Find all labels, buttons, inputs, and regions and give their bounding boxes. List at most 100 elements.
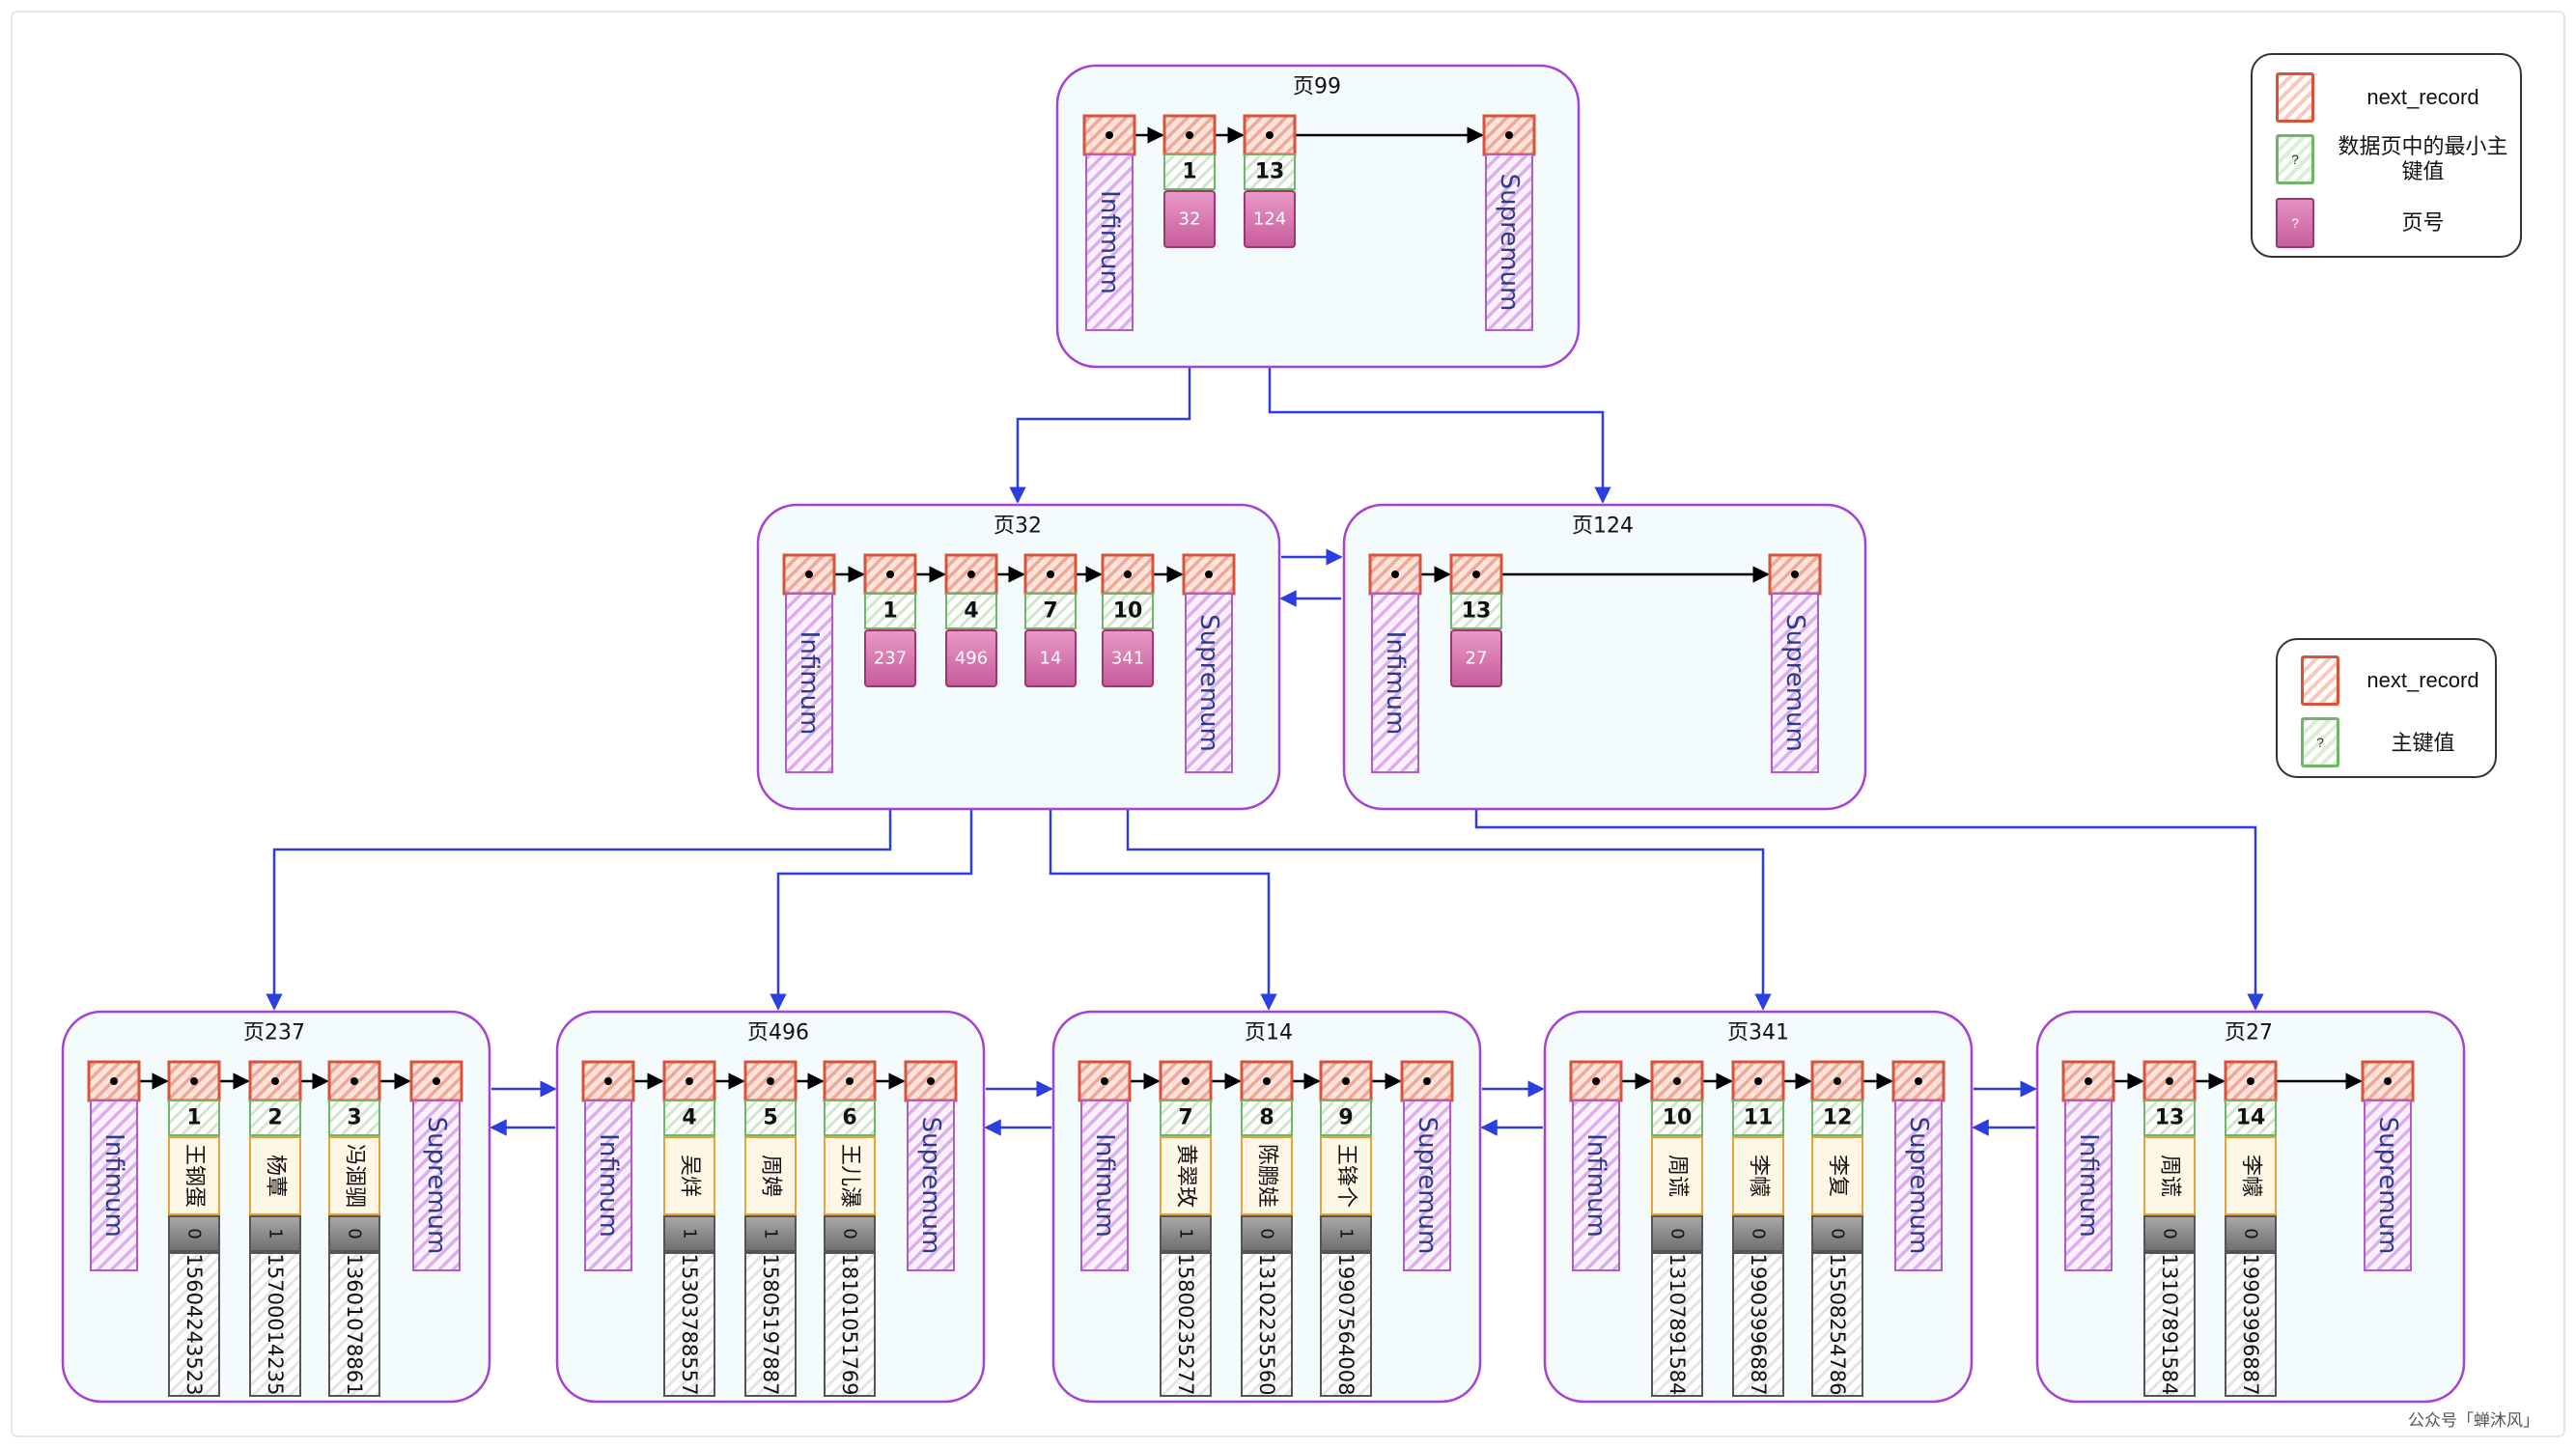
flag-value: 0 [345, 1228, 365, 1239]
next-record-pointer [944, 553, 998, 596]
infimum-label: Infimum [1381, 631, 1410, 736]
primary-key-value: 5 [763, 1106, 777, 1130]
infimum-record: Infimum [90, 1100, 138, 1271]
supremum-label: Supremum [1194, 614, 1223, 752]
next-record-pointer [1650, 1060, 1704, 1102]
primary-key-value: 9 [1338, 1106, 1353, 1130]
name-value: 周谎 [1666, 1155, 1690, 1197]
name-value: 吴烊 [678, 1155, 702, 1197]
child-page-number: 341 [1111, 649, 1144, 669]
next-record-pointer [2361, 1060, 2415, 1102]
name-value: 周娉 [759, 1155, 783, 1197]
next-record-pointer [1319, 1060, 1373, 1102]
min-key-value: 1 [882, 599, 897, 624]
next-record-pointer [1400, 1060, 1454, 1102]
infimum-record: Infimum [1085, 153, 1134, 331]
infimum-label: Infimum [99, 1133, 128, 1238]
next-record-pointer [2224, 1060, 2278, 1102]
flag-value: 0 [1828, 1228, 1848, 1239]
min-key-value: 13 [1255, 160, 1285, 184]
next-record-pointer [1159, 1060, 1213, 1102]
primary-key-value: 14 [2236, 1106, 2266, 1130]
name-value: 陈鹏娃 [1255, 1144, 1279, 1208]
phone-value: 15700014235 [264, 1254, 287, 1396]
infimum-label: Infimum [594, 1133, 623, 1238]
page-title: 页32 [994, 515, 1042, 539]
primary-key-value: 1 [186, 1106, 201, 1130]
flag-value: 0 [840, 1228, 860, 1239]
phone-value: 13102235560 [1255, 1254, 1278, 1396]
next-record-pointer [1368, 553, 1422, 596]
primary-key-value: 6 [842, 1106, 856, 1130]
legend-next-record-label: next_record [2366, 668, 2479, 692]
infimum-record: Infimum [2064, 1100, 2113, 1271]
flag-value: 0 [184, 1228, 205, 1239]
legend-top: next_record ? 数据页中的最小主键值 ? 页号 [2251, 53, 2522, 258]
supremum-label: Supremum [1904, 1117, 1933, 1255]
phone-value: 13107891584 [2158, 1254, 2181, 1396]
phone-value: 15604243523 [182, 1254, 206, 1396]
min-key-value: 13 [1462, 599, 1492, 624]
flag-value: 0 [1749, 1228, 1769, 1239]
supremum-record: Supremum [1185, 593, 1233, 773]
page-title: 页99 [1293, 75, 1341, 99]
phone-value: 15303788557 [678, 1254, 701, 1396]
phone-value: 18101051769 [838, 1254, 861, 1396]
page-title: 页124 [1572, 515, 1634, 539]
min-key-value: 1 [1182, 160, 1196, 184]
next-record-pointer [863, 553, 917, 596]
flag-value: 0 [2241, 1228, 2261, 1239]
phone-value: 13107891584 [1666, 1254, 1689, 1396]
next-record-pointer [2142, 1060, 2197, 1102]
supremum-record: Supremum [1771, 593, 1819, 773]
name-value: 王锋个 [1334, 1144, 1358, 1208]
supremum-record: Supremum [1403, 1100, 1451, 1271]
next-record-pointer [1768, 553, 1822, 596]
supremum-label: Supremum [916, 1117, 945, 1255]
legend-min-key-label: 数据页中的最小主键值 [2338, 134, 2508, 183]
legend-next-record-label: next_record [2366, 85, 2479, 109]
primary-key-value: 11 [1744, 1106, 1774, 1130]
next-record-pointer [1078, 1060, 1132, 1102]
name-value: 黄翠玫 [1174, 1144, 1198, 1208]
supremum-record: Supremum [907, 1100, 955, 1271]
supremum-label: Supremum [2373, 1117, 2402, 1255]
phone-value: 15508254786 [1826, 1254, 1849, 1396]
next-record-pointer [662, 1060, 716, 1102]
primary-key-value: 8 [1259, 1106, 1274, 1130]
next-record-pointer [248, 1060, 302, 1102]
min-key-swatch: ? [2276, 134, 2314, 184]
supremum-record: Supremum [1485, 153, 1533, 331]
flag-value: 0 [1667, 1228, 1688, 1239]
next-record-pointer [1810, 1060, 1864, 1102]
primary-key-value: 7 [1178, 1106, 1192, 1130]
supremum-label: Supremum [1413, 1117, 1442, 1255]
infimum-record: Infimum [584, 1100, 632, 1271]
child-page-number: 32 [1179, 209, 1201, 230]
infimum-label: Infimum [795, 631, 824, 736]
page-title: 页341 [1727, 1021, 1789, 1045]
min-key-value: 10 [1113, 599, 1143, 624]
next-record-pointer [1023, 553, 1078, 596]
next-record-swatch [2301, 655, 2339, 706]
next-record-pointer [1482, 114, 1536, 156]
child-page-number: 14 [1040, 649, 1062, 669]
next-record-pointer [167, 1060, 221, 1102]
child-page-number: 27 [1466, 649, 1488, 669]
next-record-pointer [1101, 553, 1155, 596]
next-record-pointer [1243, 114, 1297, 156]
min-key-value: 4 [964, 599, 978, 624]
next-record-swatch [2276, 72, 2314, 123]
